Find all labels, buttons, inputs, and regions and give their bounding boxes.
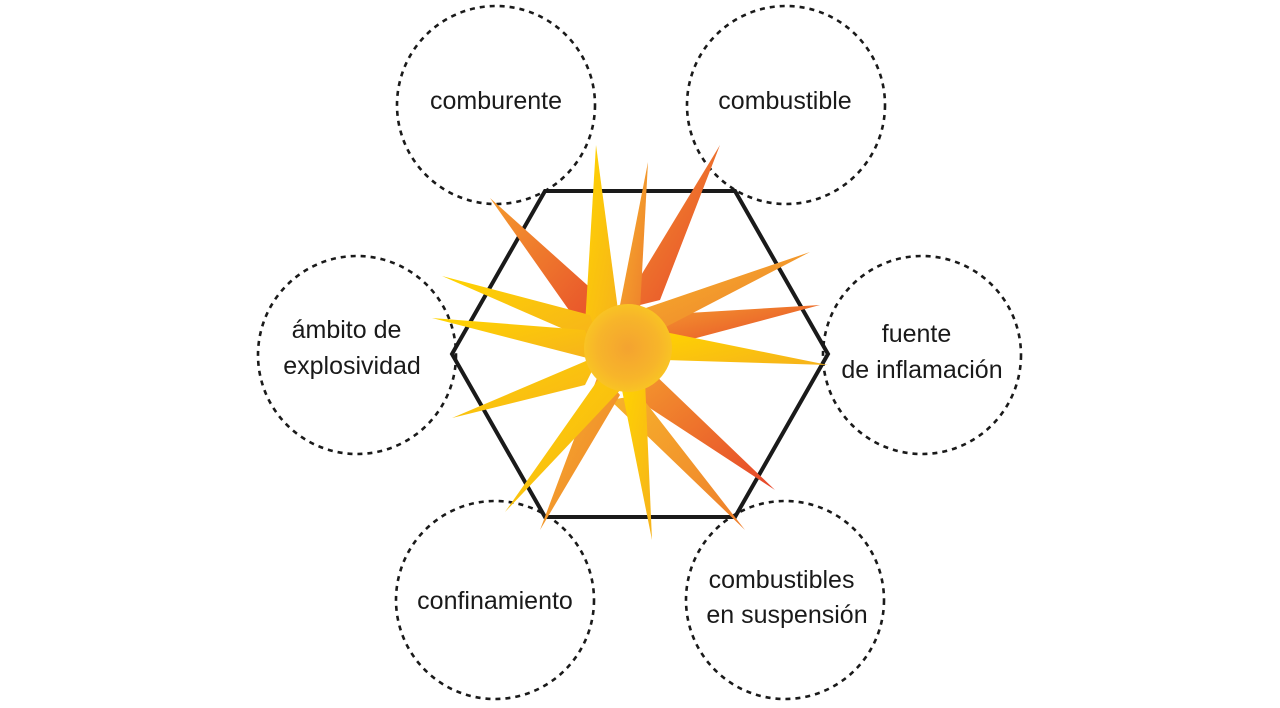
- label-suspension: combustibles en suspensión: [706, 566, 867, 629]
- node-circles: [256, 4, 1023, 701]
- circle-ambito: [256, 254, 458, 456]
- label-comburente: comburente: [430, 87, 562, 115]
- circle-confinamiento: [394, 499, 596, 701]
- circle-suspension: [684, 499, 886, 701]
- circle-combustible: [685, 4, 887, 206]
- circle-comburente: [395, 4, 597, 206]
- circle-fuente: [821, 254, 1023, 456]
- explosion-burst-icon: [432, 145, 828, 540]
- label-confinamiento: confinamiento: [417, 587, 573, 615]
- label-ambito: ámbito de explosividad: [283, 316, 421, 380]
- hexagon-outline: [449, 189, 831, 519]
- label-combustible: combustible: [718, 87, 851, 115]
- label-fuente: fuente de inflamación: [841, 320, 1002, 384]
- node-labels: comburente combustible fuente de inflama…: [283, 87, 1002, 629]
